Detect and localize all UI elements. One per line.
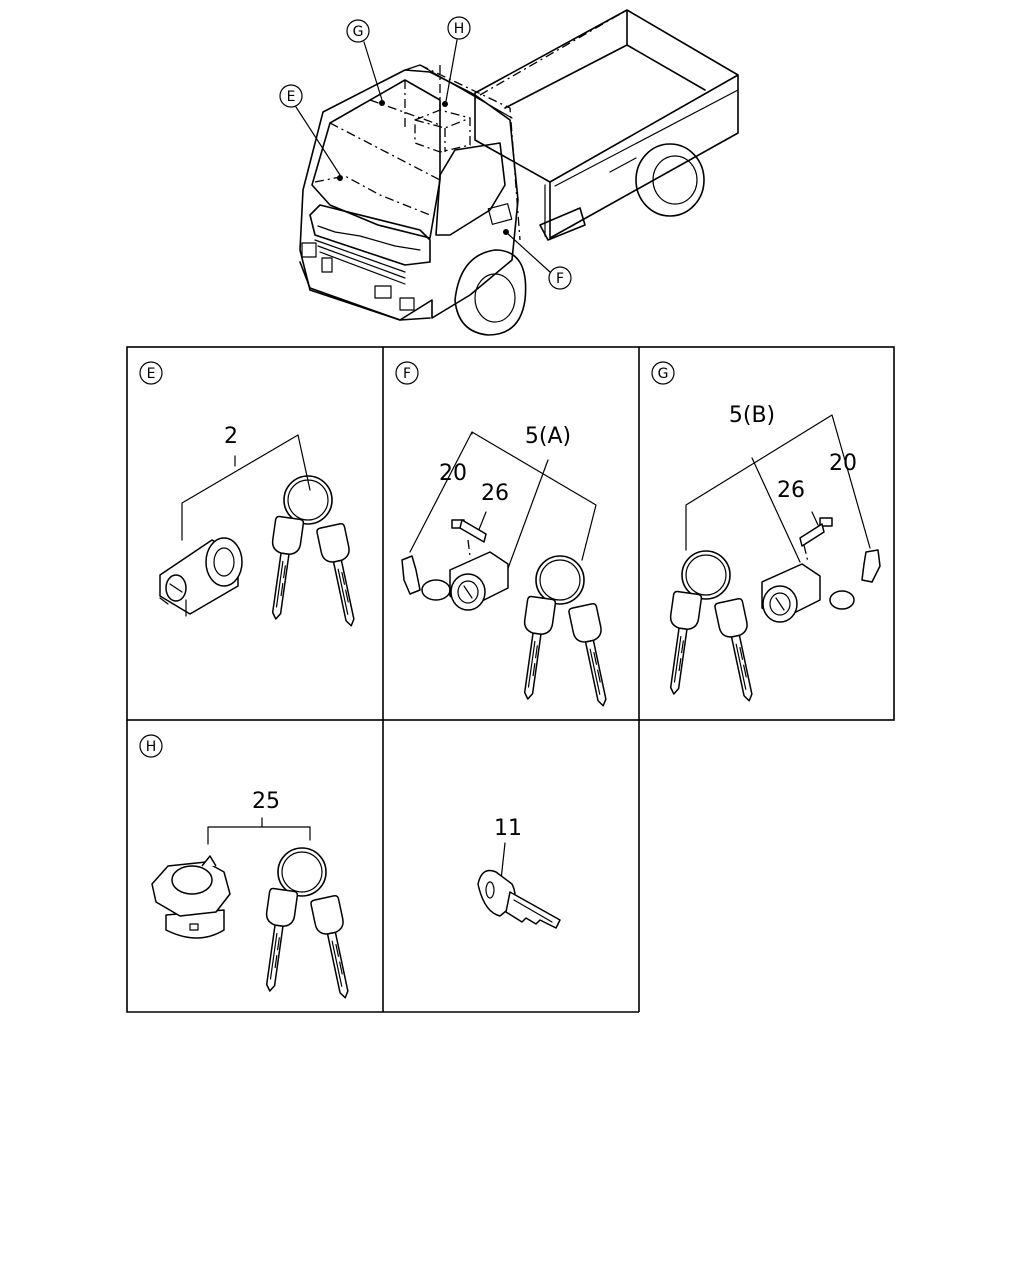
location-h-dot (442, 101, 448, 107)
panel-grid (126, 346, 895, 1013)
panel-key: 11 (477, 816, 561, 929)
door-lock-bolt-g (799, 517, 833, 547)
location-e-dot (337, 175, 343, 181)
callout-label: H (454, 21, 465, 37)
overview-callout-e: E (279, 84, 303, 108)
part-label-26: 26 (481, 481, 509, 506)
door-lock-cylinder-f (421, 551, 509, 611)
door-lock-cylinder-g (761, 563, 855, 623)
callout-label: F (403, 366, 411, 382)
part-label-25: 25 (252, 789, 280, 814)
callout-label: E (147, 366, 156, 382)
part-label-5a: 5(A) (525, 424, 571, 449)
callout-label: H (146, 739, 157, 755)
part-label-11: 11 (494, 816, 522, 841)
truck-rear-wheel (609, 143, 705, 217)
part-label-26: 26 (777, 478, 805, 503)
part-label-20: 20 (439, 461, 467, 486)
overview-callout-f: F (548, 266, 572, 290)
part-label-2: 2 (224, 424, 238, 449)
panel-f: F 5(A) 20 26 (395, 361, 617, 709)
location-g-dot (379, 100, 385, 106)
fuel-cap-lock (151, 855, 231, 939)
truck-windshield (311, 79, 441, 239)
callout-label: G (353, 24, 364, 40)
panel-g-callout: G (651, 361, 675, 385)
panel-e: E 2 (139, 361, 365, 629)
retainer-clip-f (401, 555, 421, 595)
overview-callout-h: H (447, 16, 471, 40)
panel-h-callout: H (139, 734, 163, 758)
panel-h: H 25 (139, 734, 359, 1001)
callout-label: E (287, 89, 296, 105)
overview-callout-g: G (346, 19, 370, 43)
truck-cargo-bed (474, 9, 739, 239)
blank-key-11 (477, 869, 561, 929)
callout-label: F (556, 271, 564, 287)
panel-f-callout: F (395, 361, 419, 385)
key-set-g (660, 551, 763, 704)
key-set-e (262, 476, 365, 629)
truck-cab (299, 69, 519, 321)
key-set-f (514, 556, 617, 709)
panel-e-callout: E (139, 361, 163, 385)
key-set-h (256, 848, 359, 1001)
ignition-lock-cylinder (159, 537, 243, 617)
truck-overview: G H E F (279, 9, 739, 336)
retainer-clip-g (861, 549, 881, 583)
panel-g: G 5(B) 20 26 (651, 361, 881, 704)
part-label-5b: 5(B) (729, 403, 775, 428)
callout-label: G (658, 366, 669, 382)
location-f-dot (503, 229, 509, 235)
truck-front-wheel (454, 249, 527, 336)
door-lock-bolt-f (451, 519, 487, 543)
